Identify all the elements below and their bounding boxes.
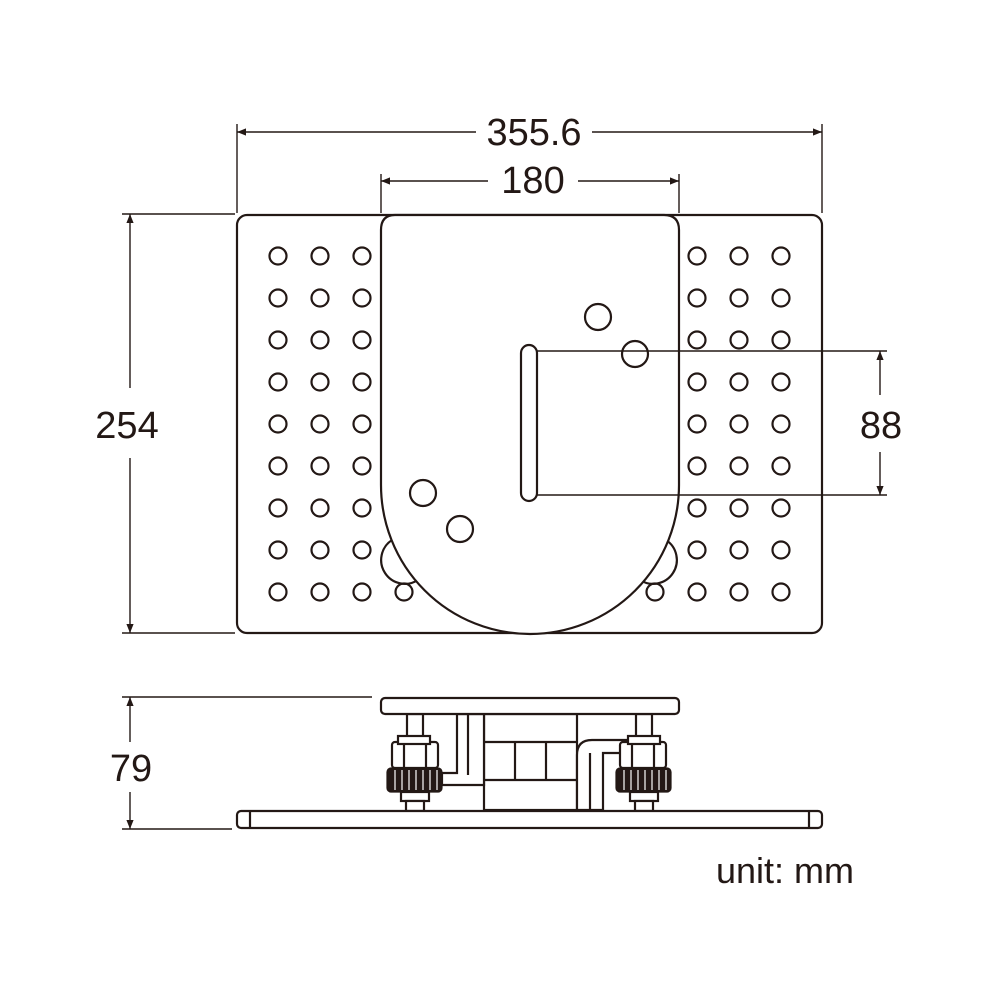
plate-hole <box>729 498 749 518</box>
plate-hole <box>771 582 791 602</box>
mount-hole <box>408 478 438 508</box>
mount-hole <box>583 302 613 332</box>
plate-hole <box>645 582 665 602</box>
plate-hole <box>687 540 707 560</box>
plate-hole <box>394 582 414 602</box>
plate-hole <box>268 456 288 476</box>
plate-hole <box>268 414 288 434</box>
left-knob <box>386 734 443 813</box>
plate-hole <box>771 372 791 392</box>
plate-hole <box>771 330 791 350</box>
plate-hole <box>352 414 372 434</box>
plate-hole <box>310 582 330 602</box>
plate-hole <box>310 246 330 266</box>
plate-hole <box>687 246 707 266</box>
plate-hole <box>729 288 749 308</box>
plate-hole <box>771 414 791 434</box>
plate-hole <box>729 246 749 266</box>
left-nub <box>380 539 419 585</box>
plate-hole <box>771 246 791 266</box>
top-view: 355.6 180 254 88 <box>95 112 902 636</box>
plate-hole <box>729 372 749 392</box>
plate-hole <box>310 498 330 518</box>
plate-hole <box>687 498 707 518</box>
plate-hole <box>310 330 330 350</box>
plate-hole <box>687 582 707 602</box>
plate-hole <box>310 456 330 476</box>
dim-height-plate: 254 <box>95 213 235 634</box>
plate-hole <box>687 372 707 392</box>
plate-hole <box>268 582 288 602</box>
base-plate-side <box>235 809 824 830</box>
plate-hole <box>687 414 707 434</box>
plate-hole <box>729 582 749 602</box>
plate-hole <box>771 456 791 476</box>
plate-hole <box>268 540 288 560</box>
plate-hole <box>687 330 707 350</box>
mount-hole <box>445 514 475 544</box>
plate-hole <box>771 288 791 308</box>
plate-hole <box>268 288 288 308</box>
u-mount-plate <box>379 213 681 636</box>
dim-height-plate-label: 254 <box>95 405 158 447</box>
plate-hole <box>352 330 372 350</box>
plate-hole <box>352 288 372 308</box>
plate-hole <box>687 288 707 308</box>
plate-hole <box>771 498 791 518</box>
plate-hole <box>352 246 372 266</box>
plate-hole <box>729 456 749 476</box>
plate-hole <box>352 498 372 518</box>
dim-width-overall: 355.6 <box>236 112 823 213</box>
plate-hole <box>352 456 372 476</box>
plate-hole <box>729 540 749 560</box>
side-view: 79 <box>110 696 824 830</box>
plate-hole <box>268 498 288 518</box>
dim-width-overall-label: 355.6 <box>486 112 581 154</box>
dim-width-inner: 180 <box>380 160 680 213</box>
right-knob <box>615 734 672 813</box>
plate-hole <box>729 330 749 350</box>
plate-hole <box>268 246 288 266</box>
left-bracket <box>440 712 486 787</box>
dim-height-side: 79 <box>110 696 372 830</box>
plate-hole <box>310 540 330 560</box>
dim-slot-length-label: 88 <box>860 405 902 447</box>
hole-grid <box>268 246 791 602</box>
mount-slot <box>519 343 539 503</box>
plate-hole <box>310 414 330 434</box>
top-plate-side <box>379 696 681 716</box>
dim-slot-length: 88 <box>537 350 902 496</box>
dim-width-inner-label: 180 <box>501 160 564 202</box>
plate-hole <box>268 372 288 392</box>
plate-hole <box>352 582 372 602</box>
plate-hole <box>729 414 749 434</box>
mount-hole <box>620 339 650 369</box>
dim-height-side-label: 79 <box>110 748 152 790</box>
right-nub <box>639 539 678 585</box>
plate-hole <box>352 372 372 392</box>
plate-hole <box>687 456 707 476</box>
plate-hole <box>310 288 330 308</box>
plate-hole <box>268 330 288 350</box>
plate-hole <box>771 540 791 560</box>
unit-label: unit: mm <box>716 850 854 891</box>
plate-hole <box>310 372 330 392</box>
plate-hole <box>352 540 372 560</box>
center-body <box>482 712 579 812</box>
